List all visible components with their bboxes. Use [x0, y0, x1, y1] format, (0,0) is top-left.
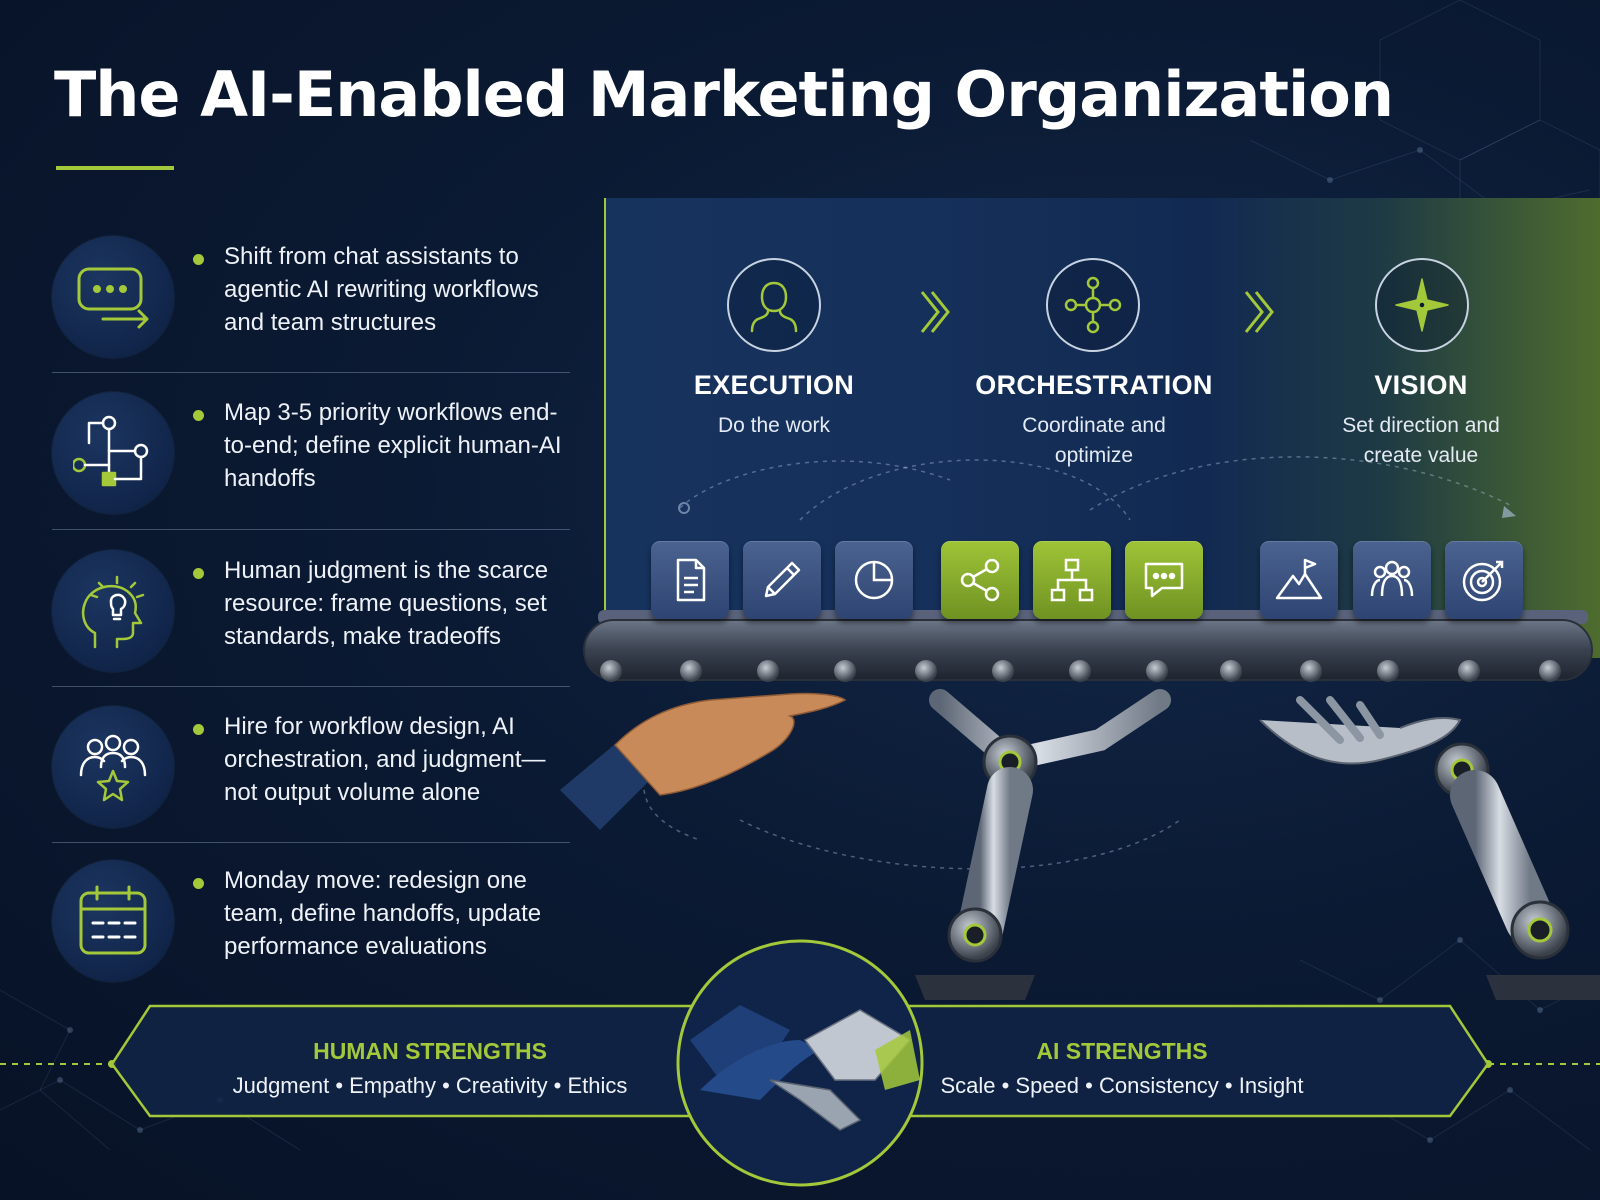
handshake-icon: [676, 939, 924, 1187]
stage-desc-line: optimize: [1054, 444, 1134, 467]
team-star-icon: [52, 706, 174, 828]
pencil-icon: [764, 561, 801, 598]
pencil-tile: [743, 541, 821, 619]
bullet-item: Shift from chat assistants to agentic AI…: [52, 226, 572, 378]
human-hand-illustration: [560, 692, 847, 830]
divider: [52, 529, 570, 530]
target-icon: [1462, 560, 1504, 602]
compass-star-icon: [1375, 258, 1469, 352]
mountain-flag-tile: [1260, 541, 1338, 619]
bullet-text: Hire for workflow design, AI orchestrati…: [224, 713, 546, 806]
robot-hand-illustration: [1259, 696, 1600, 1000]
target-tile: [1445, 541, 1523, 619]
hierarchy-tile: [1033, 541, 1111, 619]
stage-name-orchestration: ORCHESTRATION: [975, 370, 1213, 400]
page-title: The AI-Enabled Marketing Organization: [54, 58, 1394, 131]
calendar-icon: [52, 860, 174, 982]
bullet-dot: [193, 254, 204, 265]
stage-desc-execution: Do the work: [634, 411, 914, 441]
bullet-item: Monday move: redesign one team, define h…: [52, 850, 572, 1002]
divider: [52, 686, 570, 687]
chat-bubbles-tile: [1125, 541, 1203, 619]
divider: [52, 372, 570, 373]
pie-chart-icon: [854, 560, 894, 600]
hierarchy-icon: [1050, 558, 1094, 602]
bullet-text: Human judgment is the scarce resource: f…: [224, 557, 549, 650]
mountain-flag-icon: [1275, 558, 1323, 600]
bullet-text: Shift from chat assistants to agentic AI…: [224, 243, 539, 336]
bullet-item: Map 3-5 priority workflows end-to-end; d…: [52, 382, 572, 534]
pie-chart-tile: [835, 541, 913, 619]
stage-name-execution: EXECUTION: [693, 370, 855, 400]
bullet-dot: [193, 410, 204, 421]
bullet-text: Map 3-5 priority workflows end-to-end; d…: [224, 399, 562, 492]
belt-rollers: [600, 660, 1561, 682]
stage-desc-line: Coordinate and: [1022, 414, 1166, 437]
title-underline: [56, 166, 174, 170]
chat-bubbles-icon: [1144, 562, 1184, 598]
share-icon: [960, 558, 1000, 602]
share-tile: [941, 541, 1019, 619]
head-lightbulb-icon: [52, 550, 174, 672]
person-icon: [727, 258, 821, 352]
divider: [52, 842, 570, 843]
document-tile: [651, 541, 729, 619]
document-icon: [676, 558, 706, 602]
bullet-item: Human judgment is the scarce resource: f…: [52, 540, 572, 692]
bullet-item: Hire for workflow design, AI orchestrati…: [52, 696, 572, 848]
stage-desc-vision: Set direction and create value: [1281, 411, 1561, 471]
ai-strengths-title: AI STRENGTHS: [1036, 1038, 1208, 1064]
group-tile: [1353, 541, 1431, 619]
bullet-text: Monday move: redesign one team, define h…: [224, 867, 542, 960]
strengths-frames: [110, 1004, 1490, 1118]
workflow-map-icon: [52, 392, 174, 514]
stage-desc-line: Do the work: [717, 414, 831, 437]
human-strengths-items: Judgment • Empathy • Creativity • Ethics: [232, 1073, 628, 1098]
stage-desc-line: Set direction and: [1342, 414, 1500, 437]
bullet-dot: [193, 568, 204, 579]
stage-desc-line: create value: [1363, 444, 1479, 467]
bullet-dot: [193, 724, 204, 735]
bullet-dot: [193, 878, 204, 889]
ai-strengths-items: Scale • Speed • Consistency • Insight: [940, 1073, 1304, 1098]
stage-desc-orchestration: Coordinate and optimize: [954, 411, 1234, 471]
robot-arm-illustration: [915, 689, 1171, 1000]
group-icon: [1370, 560, 1414, 597]
network-hub-icon: [1046, 258, 1140, 352]
chat-arrow-icon: [52, 236, 174, 358]
chevron-right-icon: [1244, 291, 1274, 333]
stage-name-vision: VISION: [1374, 370, 1468, 400]
human-strengths-title: HUMAN STRENGTHS: [313, 1038, 547, 1064]
chevron-right-icon: [920, 291, 950, 333]
